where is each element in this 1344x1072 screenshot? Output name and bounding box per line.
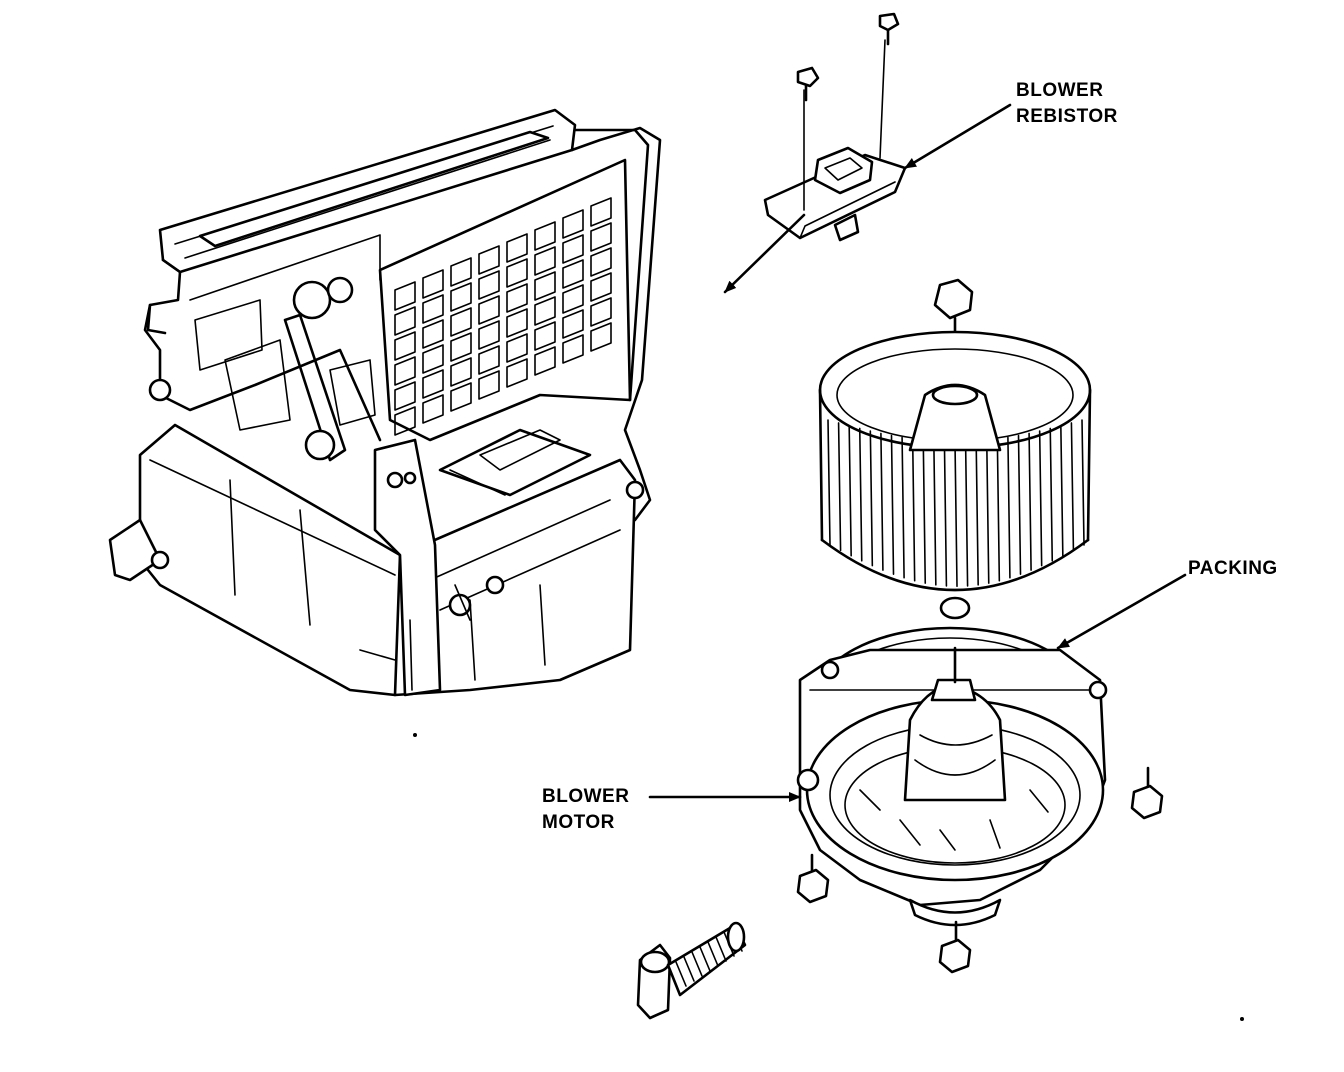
screw-right [1130,766,1164,820]
packing-label: PACKING [1188,558,1278,579]
blower-motor [796,646,1108,927]
blower-motor-label-line1: BLOWER [542,786,629,807]
fan-wheel [818,278,1092,620]
screw-left [796,853,830,904]
blower-housing-unit [108,108,662,737]
blower-motor-callout: BLOWER MOTOR [542,786,802,833]
blower-resistor-label-line1: BLOWER [1016,80,1103,101]
connector-hose [636,921,747,1020]
screw-bottom [938,920,972,974]
packing-callout: PACKING [1056,558,1278,650]
blower-resistor-callout: BLOWER REBISTOR [903,80,1118,170]
grille-cells [394,197,612,436]
blower-motor-label-line2: MOTOR [542,812,615,833]
blower-resistor-label-line2: REBISTOR [1016,106,1118,127]
blower-resistor [723,12,907,294]
mounting-screws [796,766,1244,1021]
